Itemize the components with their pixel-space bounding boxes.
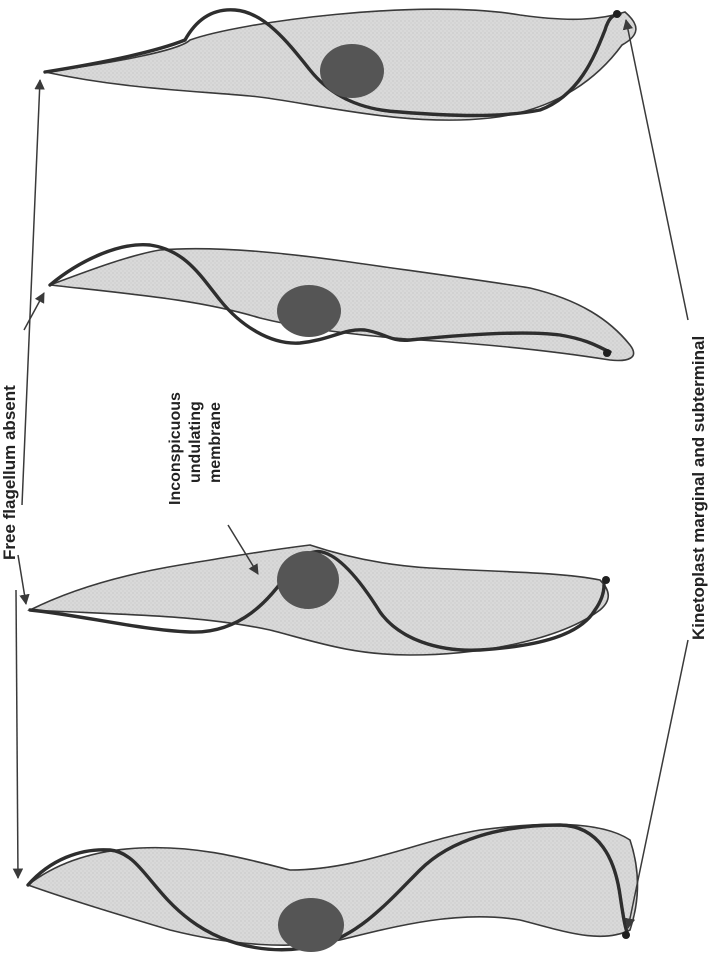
nucleus [277, 285, 341, 337]
trypanosome-1 [45, 9, 636, 120]
membrane-label-line-3: membrane [207, 402, 224, 483]
arrow-organism-3 [18, 555, 26, 604]
arrow-organism-4 [16, 590, 18, 878]
trypanosome-4 [28, 824, 638, 952]
kinetoplast [602, 576, 610, 584]
kinetoplast [603, 349, 611, 357]
kinetoplast-arrow-bottom [628, 640, 688, 928]
free-flagellum-label: Free flagellum absent [0, 385, 19, 560]
trypanosome-3 [30, 545, 610, 655]
membrane-label-line-2: undulating [187, 401, 204, 483]
membrane-label-line-1: Inconspicuous [167, 392, 184, 505]
cell-body [50, 249, 634, 361]
membrane-label: Inconspicuous undulating membrane [167, 392, 224, 505]
arrow-organism-1 [22, 80, 40, 505]
kinetoplast-arrows [626, 20, 688, 928]
nucleus [277, 551, 339, 609]
nucleus [278, 898, 344, 952]
arrow-organism-2 [24, 293, 44, 330]
nucleus [320, 44, 384, 98]
kinetoplast-arrow-top [626, 20, 688, 320]
trypanosome-2 [50, 245, 634, 361]
kinetoplast [622, 931, 630, 939]
kinetoplast [613, 10, 621, 18]
flagellum-arrows [16, 80, 44, 878]
kinetoplast-label: Kinetoplast marginal and subterminal [689, 336, 708, 640]
